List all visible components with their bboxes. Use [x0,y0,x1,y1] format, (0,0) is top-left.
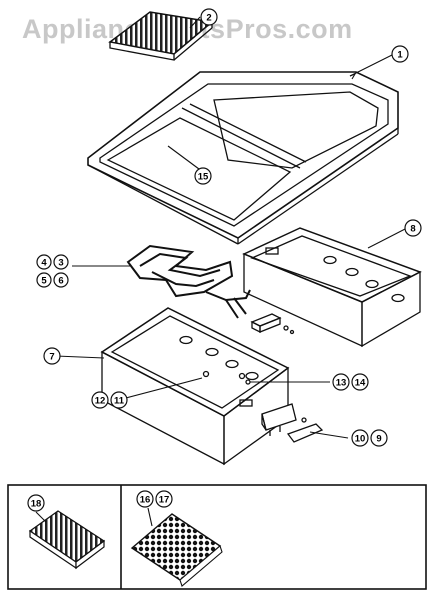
svg-text:12: 12 [95,396,106,407]
burner-box-upper-part [242,227,422,348]
callout-5: 5 [36,272,52,288]
grate-16-17-part [130,507,223,587]
svg-text:16: 16 [140,495,151,506]
svg-text:2: 2 [206,13,211,24]
svg-text:4: 4 [41,258,47,269]
callout-16: 16 [136,490,154,508]
callout-7: 7 [43,347,61,365]
terminal-block-part [250,313,295,335]
cooktop-frame-part [87,71,399,245]
svg-text:10: 10 [355,434,366,445]
burner-box-lower-part [100,307,290,466]
svg-text:7: 7 [49,352,54,363]
svg-text:13: 13 [336,378,347,389]
svg-text:3: 3 [58,258,63,269]
leader-lines [55,16,408,439]
svg-text:6: 6 [58,276,63,287]
accessory-panel [7,484,427,590]
svg-text:11: 11 [114,396,125,407]
callout-17: 17 [155,490,173,508]
svg-text:18: 18 [31,499,42,510]
callout-2: 2 [200,8,218,26]
callout-1: 1 [391,45,409,63]
callout-11: 11 [110,391,128,409]
svg-text:14: 14 [355,378,366,389]
grate-18-part [28,510,106,570]
callout-15: 15 [194,167,212,185]
svg-text:15: 15 [198,172,209,183]
callout-13: 13 [332,373,350,391]
callout-12: 12 [91,391,109,409]
callout-18: 18 [27,494,45,512]
svg-text:17: 17 [159,495,170,506]
svg-text:1: 1 [397,50,403,61]
callout-4: 4 [36,254,52,270]
callout-8: 8 [404,219,422,237]
switch-bracket-part [261,403,324,443]
callout-9: 9 [370,429,388,447]
svg-text:8: 8 [410,224,415,235]
callout-6: 6 [53,272,69,288]
callout-10: 10 [351,429,369,447]
callout-14: 14 [351,373,369,391]
svg-text:9: 9 [376,434,381,445]
heating-element-part [126,244,251,319]
callout-3: 3 [53,254,69,270]
svg-text:5: 5 [41,276,47,287]
